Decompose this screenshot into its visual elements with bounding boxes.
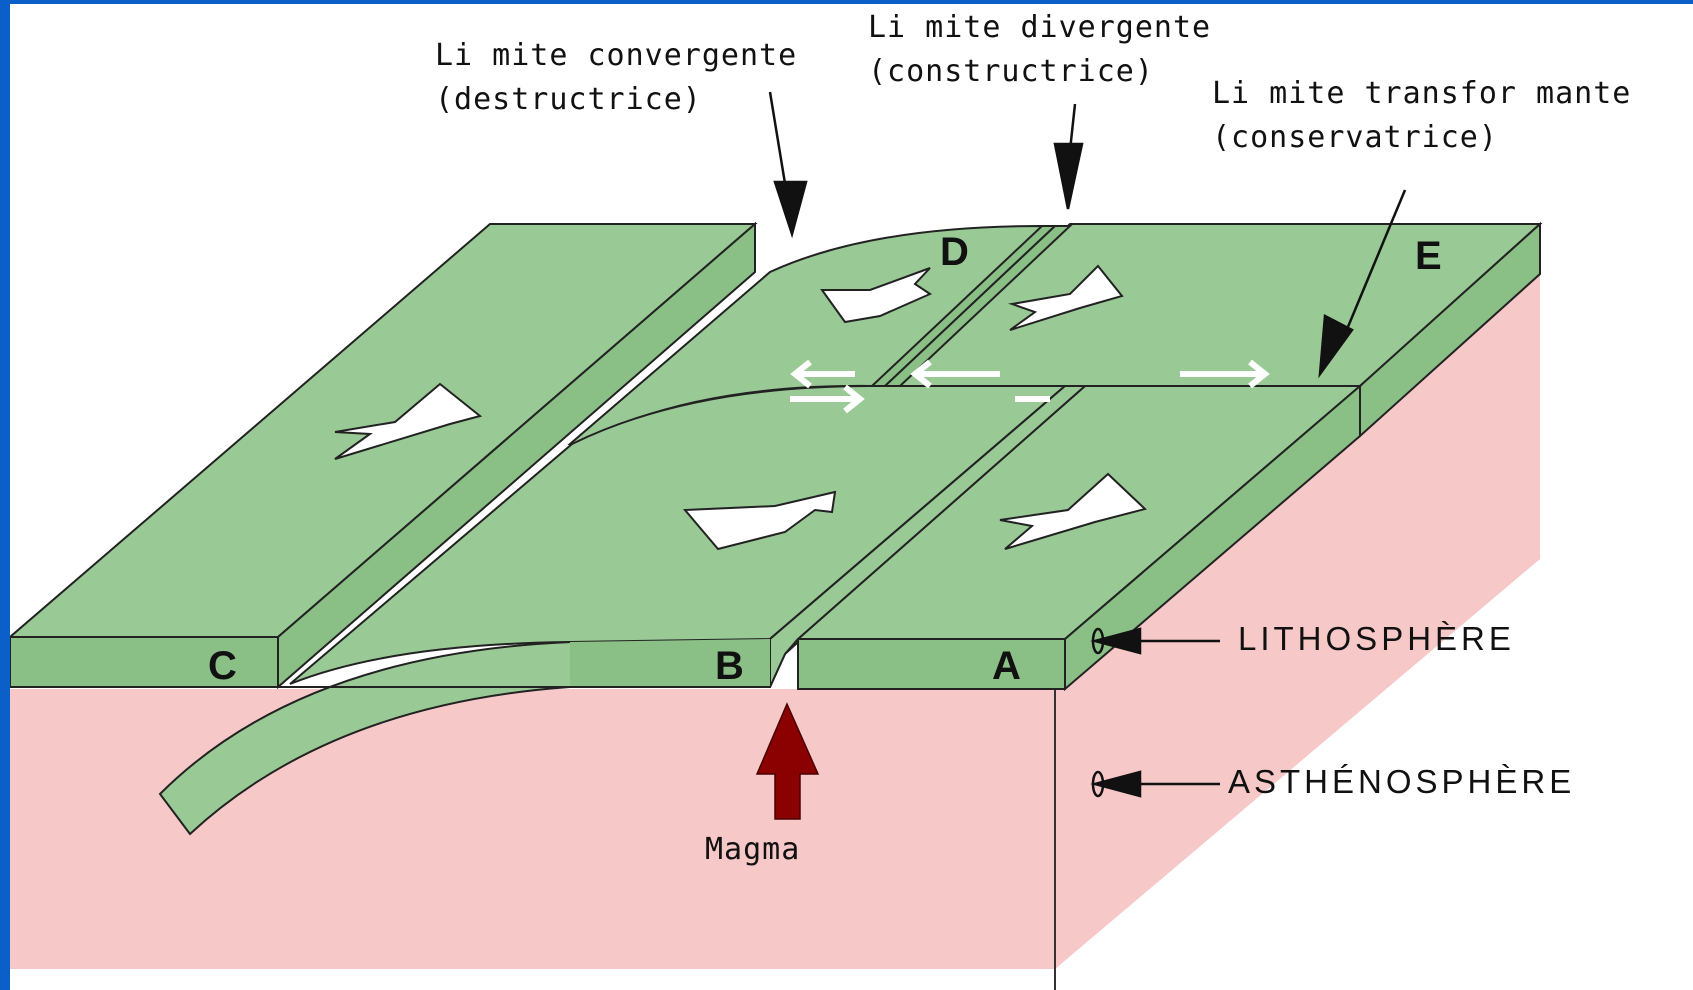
plate-c-front — [10, 637, 278, 687]
divergent-label-line2: (constructrice) — [868, 50, 1211, 94]
plate-a-front — [798, 639, 1065, 689]
plate-label-a: A — [992, 644, 1021, 689]
diagram-frame: Li mite convergente (destructrice) Li mi… — [10, 4, 1693, 990]
divergent-boundary-label: Li mite divergente (constructrice) — [868, 6, 1211, 94]
plate-label-b: B — [715, 644, 744, 689]
transform-boundary-label: Li mite transfor mante (conservatrice) — [1212, 72, 1631, 160]
plate-label-c: C — [208, 644, 237, 689]
transform-label-line2: (conservatrice) — [1212, 116, 1631, 160]
asthenosphere-label: ASTHÉNOSPHÈRE — [1228, 763, 1575, 801]
convergent-boundary-label: Li mite convergente (destructrice) — [435, 34, 797, 122]
magma-label: Magma — [705, 828, 800, 872]
plate-label-e: E — [1415, 234, 1442, 279]
lithosphere-label: LITHOSPHÈRE — [1238, 620, 1515, 658]
asthenosphere-front-face — [10, 689, 1055, 969]
convergent-label-line1: Li mite convergente — [435, 34, 797, 78]
divergent-label-line1: Li mite divergente — [868, 6, 1211, 50]
convergent-label-line2: (destructrice) — [435, 78, 797, 122]
transform-label-line1: Li mite transfor mante — [1212, 72, 1631, 116]
plate-label-d: D — [940, 230, 969, 275]
